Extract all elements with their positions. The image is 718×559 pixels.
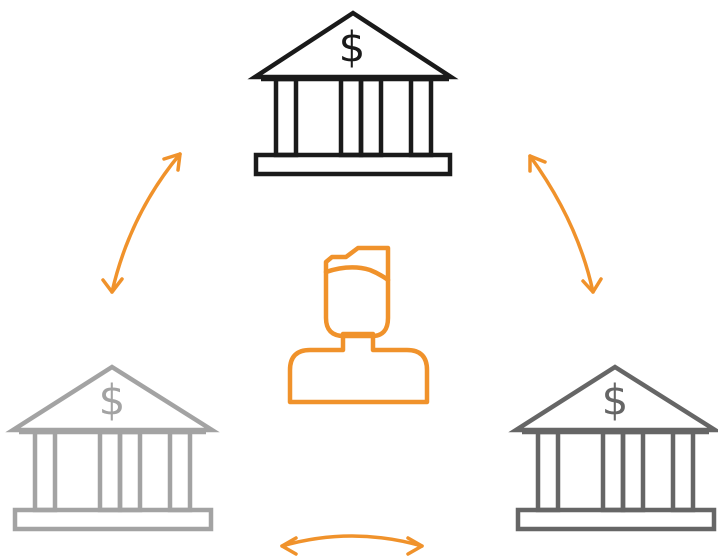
bank-top-column bbox=[338, 76, 364, 158]
connector-top-right-curve bbox=[528, 154, 595, 294]
bank-left-column bbox=[167, 429, 193, 513]
bank-left-base bbox=[12, 507, 214, 532]
connector-top-left-curve bbox=[110, 152, 182, 294]
connector-left-right-curve bbox=[280, 534, 424, 548]
bank-left-column bbox=[117, 429, 143, 513]
bank-top-column bbox=[358, 76, 384, 158]
bank-right-column bbox=[620, 429, 646, 513]
connector-left-right-arrowhead-right bbox=[406, 536, 424, 556]
bank-icon-right: $ bbox=[508, 364, 718, 532]
person-icon bbox=[287, 245, 430, 405]
connector-top-right-arrowhead-top bbox=[528, 154, 547, 173]
connector-top-right bbox=[528, 154, 603, 294]
bank-top-base bbox=[253, 152, 453, 177]
connector-top-right-arrowhead-bottom bbox=[581, 277, 603, 294]
connector-left-right-arrowhead-left bbox=[280, 536, 298, 556]
connector-top-left-arrowhead-bottom bbox=[101, 277, 124, 294]
bank-top-column bbox=[273, 76, 299, 158]
bank-right-column bbox=[670, 429, 696, 513]
bank-top-column bbox=[408, 76, 434, 158]
person-torso bbox=[287, 331, 430, 405]
bank-right-column bbox=[535, 429, 561, 513]
bank-top-dollar-symbol: $ bbox=[339, 23, 366, 72]
connector-top-left-arrowhead-top bbox=[162, 152, 182, 172]
bank-icon-top: $ bbox=[247, 10, 459, 177]
bank-right-base bbox=[515, 507, 717, 532]
bank-right-column bbox=[600, 429, 626, 513]
bank-left-column bbox=[32, 429, 58, 513]
bank-left-dollar-symbol: $ bbox=[99, 376, 126, 425]
bank-left-column bbox=[97, 429, 123, 513]
connector-top-left bbox=[101, 152, 182, 294]
bank-icon-left: $ bbox=[5, 364, 220, 532]
bank-right-dollar-symbol: $ bbox=[602, 376, 629, 425]
connector-left-right bbox=[280, 534, 424, 556]
person-head bbox=[323, 245, 391, 339]
person-hair-line bbox=[323, 265, 391, 283]
